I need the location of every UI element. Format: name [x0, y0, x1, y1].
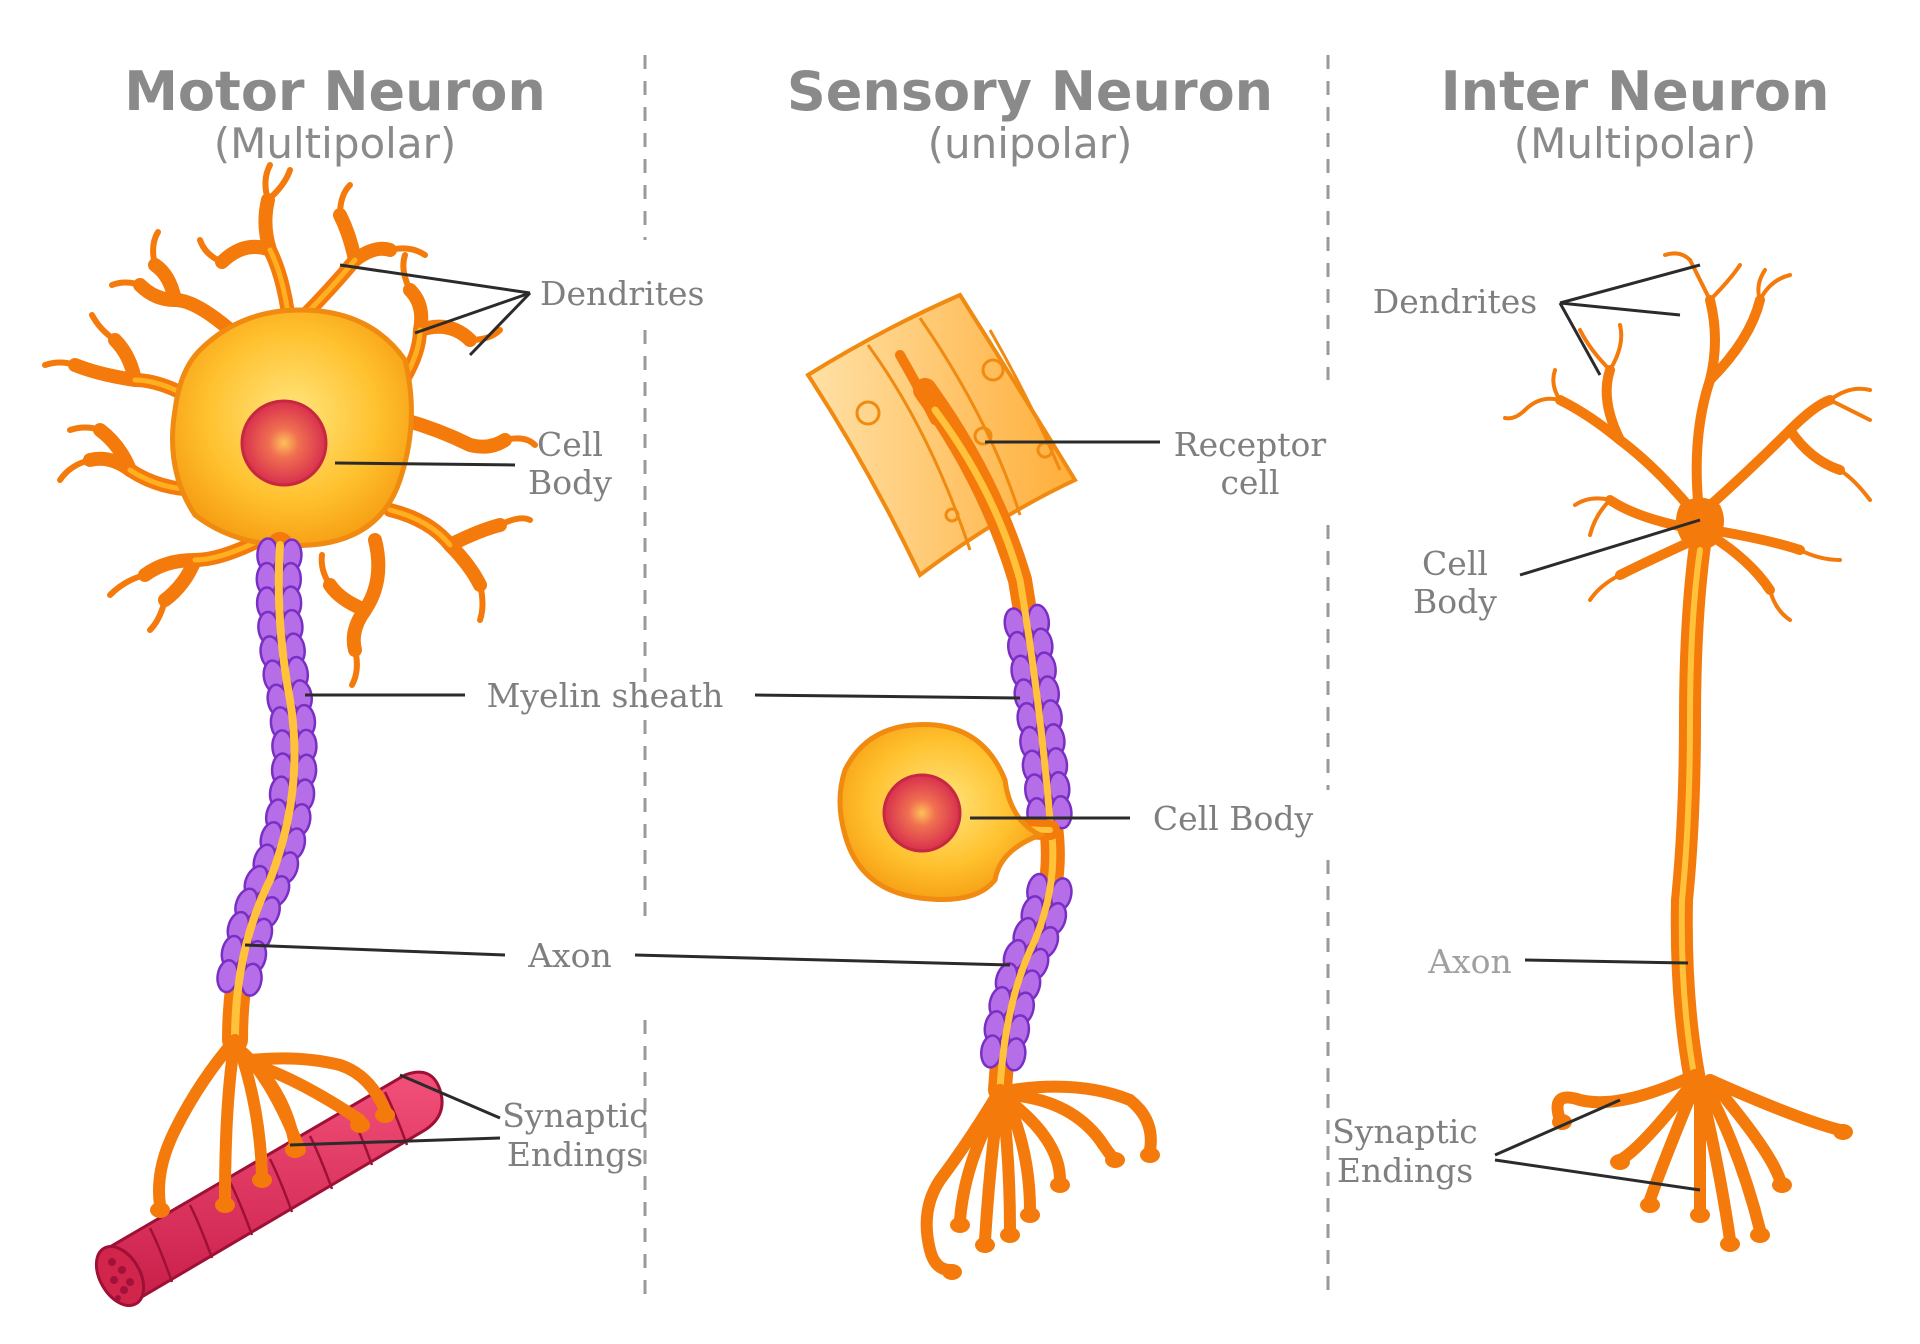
motor-dendrites — [42, 162, 538, 688]
label-motor-dendrites: Dendrites — [540, 274, 704, 313]
label-sensory-cell-body: Cell Body — [1153, 799, 1314, 838]
label-inter-cell-body-line2: Body — [1413, 582, 1497, 621]
inter-neuron-title: Inter Neuron — [1441, 60, 1830, 123]
label-inter-synaptic-line1: Synaptic — [1332, 1112, 1478, 1151]
label-inter-axon: Axon — [1427, 942, 1512, 981]
sensory-nucleus — [882, 773, 962, 853]
label-inter-dendrites: Dendrites — [1373, 282, 1537, 321]
label-myelin-sheath: Myelin sheath — [487, 676, 724, 715]
column-dividers — [643, 55, 1330, 1300]
motor-nucleus — [240, 399, 328, 487]
label-motor-synaptic-line1: Synaptic — [502, 1096, 648, 1135]
label-motor-cell-body-line2: Body — [528, 463, 612, 502]
label-motor-synaptic-line2: Endings — [507, 1135, 643, 1174]
motor-neuron-illustration — [42, 162, 538, 1308]
motor-neuron-title: Motor Neuron — [124, 60, 546, 123]
inter-neuron-subtitle: (Multipolar) — [1514, 119, 1756, 168]
label-axon: Axon — [527, 936, 612, 975]
sensory-neuron-subtitle: (unipolar) — [928, 119, 1133, 168]
label-receptor-line1: Receptor — [1174, 425, 1327, 464]
labels: Dendrites Cell Body Myelin sheath Axon S… — [487, 274, 1538, 1190]
label-inter-synaptic-line2: Endings — [1337, 1151, 1473, 1190]
inter-dendrites — [1503, 251, 1872, 622]
label-receptor-line2: cell — [1220, 463, 1279, 502]
inter-synaptic-endings — [1551, 1069, 1853, 1252]
motor-synaptic-endings — [150, 1034, 395, 1218]
sensory-neuron-illustration — [805, 292, 1160, 1280]
leader-lines — [244, 263, 1701, 1192]
label-inter-cell-body-line1: Cell — [1422, 544, 1488, 583]
inter-neuron-illustration — [1503, 251, 1872, 1252]
sensory-neuron-title: Sensory Neuron — [787, 60, 1273, 123]
motor-neuron-subtitle: (Multipolar) — [214, 119, 456, 168]
sensory-myelin-sheath — [980, 603, 1073, 1072]
column-headers: Motor Neuron (Multipolar) Sensory Neuron… — [124, 60, 1829, 168]
sensory-synaptic-endings — [920, 1080, 1160, 1280]
motor-myelin-sheath — [216, 537, 318, 997]
label-motor-cell-body-line1: Cell — [537, 425, 603, 464]
inter-cell-body — [1676, 497, 1724, 550]
